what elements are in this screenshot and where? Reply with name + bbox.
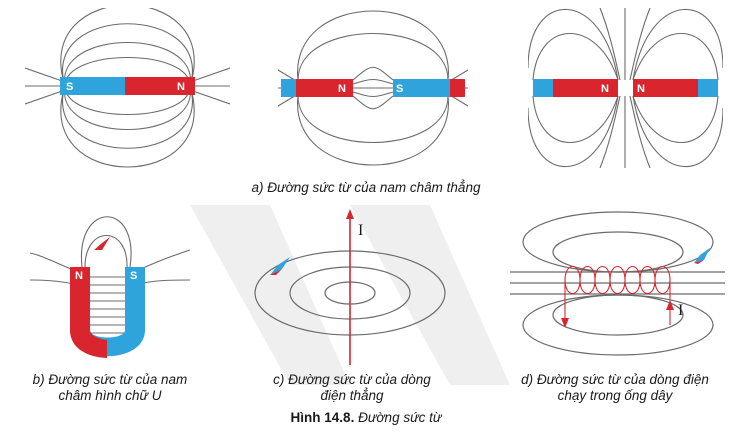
compass-needle-icon (694, 248, 710, 263)
caption-c-line2: điện thẳng (320, 388, 384, 403)
bar-magnet-field-diagram: S N (25, 8, 230, 168)
caption-a: a) Đường sức từ của nam châm thẳng (251, 180, 481, 195)
north-pole-left (553, 79, 618, 97)
straight-wire-field-diagram: I (254, 209, 446, 365)
panel-solenoid: I (510, 200, 725, 365)
caption-d: d) Đường sức từ của dòng điện chạy trong… (500, 372, 730, 404)
panel-straight-wire: I (250, 205, 450, 365)
caption-b: b) Đường sức từ của nam châm hình chữ U (10, 372, 210, 404)
caption-c: c) Đường sức từ của dòng điện thẳng (252, 372, 452, 404)
figure-title: Đường sức từ (358, 410, 442, 425)
attracting-magnets-diagram: N S (278, 10, 468, 166)
north-label: N (177, 81, 185, 93)
north-pole-right (633, 79, 698, 97)
north-pole (70, 267, 107, 358)
south-pole (60, 77, 125, 95)
panel-bar-magnets-attract: N S (278, 8, 468, 168)
compass-needle-icon (94, 237, 110, 250)
coil-wire (564, 265, 671, 325)
north-pole (125, 77, 195, 95)
u-magnet-field-diagram: N S (30, 216, 191, 358)
panel-bar-magnet-single: S N (25, 8, 230, 168)
south-label: S (66, 81, 73, 93)
north-label: N (75, 270, 83, 282)
south-label: S (130, 270, 137, 282)
current-label: I (358, 222, 363, 239)
panel-u-magnet: N S (30, 205, 200, 365)
caption-b-line1: b) Đường sức từ của nam (32, 372, 188, 387)
solenoid-field-diagram: I (510, 211, 725, 356)
south-pole (393, 79, 450, 97)
south-label: S (396, 83, 403, 95)
north-label-2: N (637, 83, 645, 95)
watermark-logo (190, 205, 510, 385)
repelling-magnets-diagram: N N (528, 8, 723, 168)
current-arrow-icon (346, 209, 354, 219)
compass-needle-icon (270, 257, 290, 275)
caption-b-line2: châm hình chữ U (58, 388, 162, 403)
caption-c-line1: c) Đường sức từ của dòng (273, 372, 431, 387)
current-label: I (678, 302, 683, 319)
north-label: N (338, 83, 346, 95)
caption-d-line2: chạy trong ống dây (557, 388, 673, 403)
north-label: N (601, 83, 609, 95)
current-arrow-icon (666, 300, 674, 310)
figure-caption: Hình 14.8. Đường sức từ (0, 410, 732, 426)
caption-d-line1: d) Đường sức từ của dòng điện (521, 372, 709, 387)
panel-bar-magnets-repel: N N (528, 8, 723, 168)
north-pole (296, 79, 353, 97)
figure-number: Hình 14.8. (290, 410, 355, 425)
